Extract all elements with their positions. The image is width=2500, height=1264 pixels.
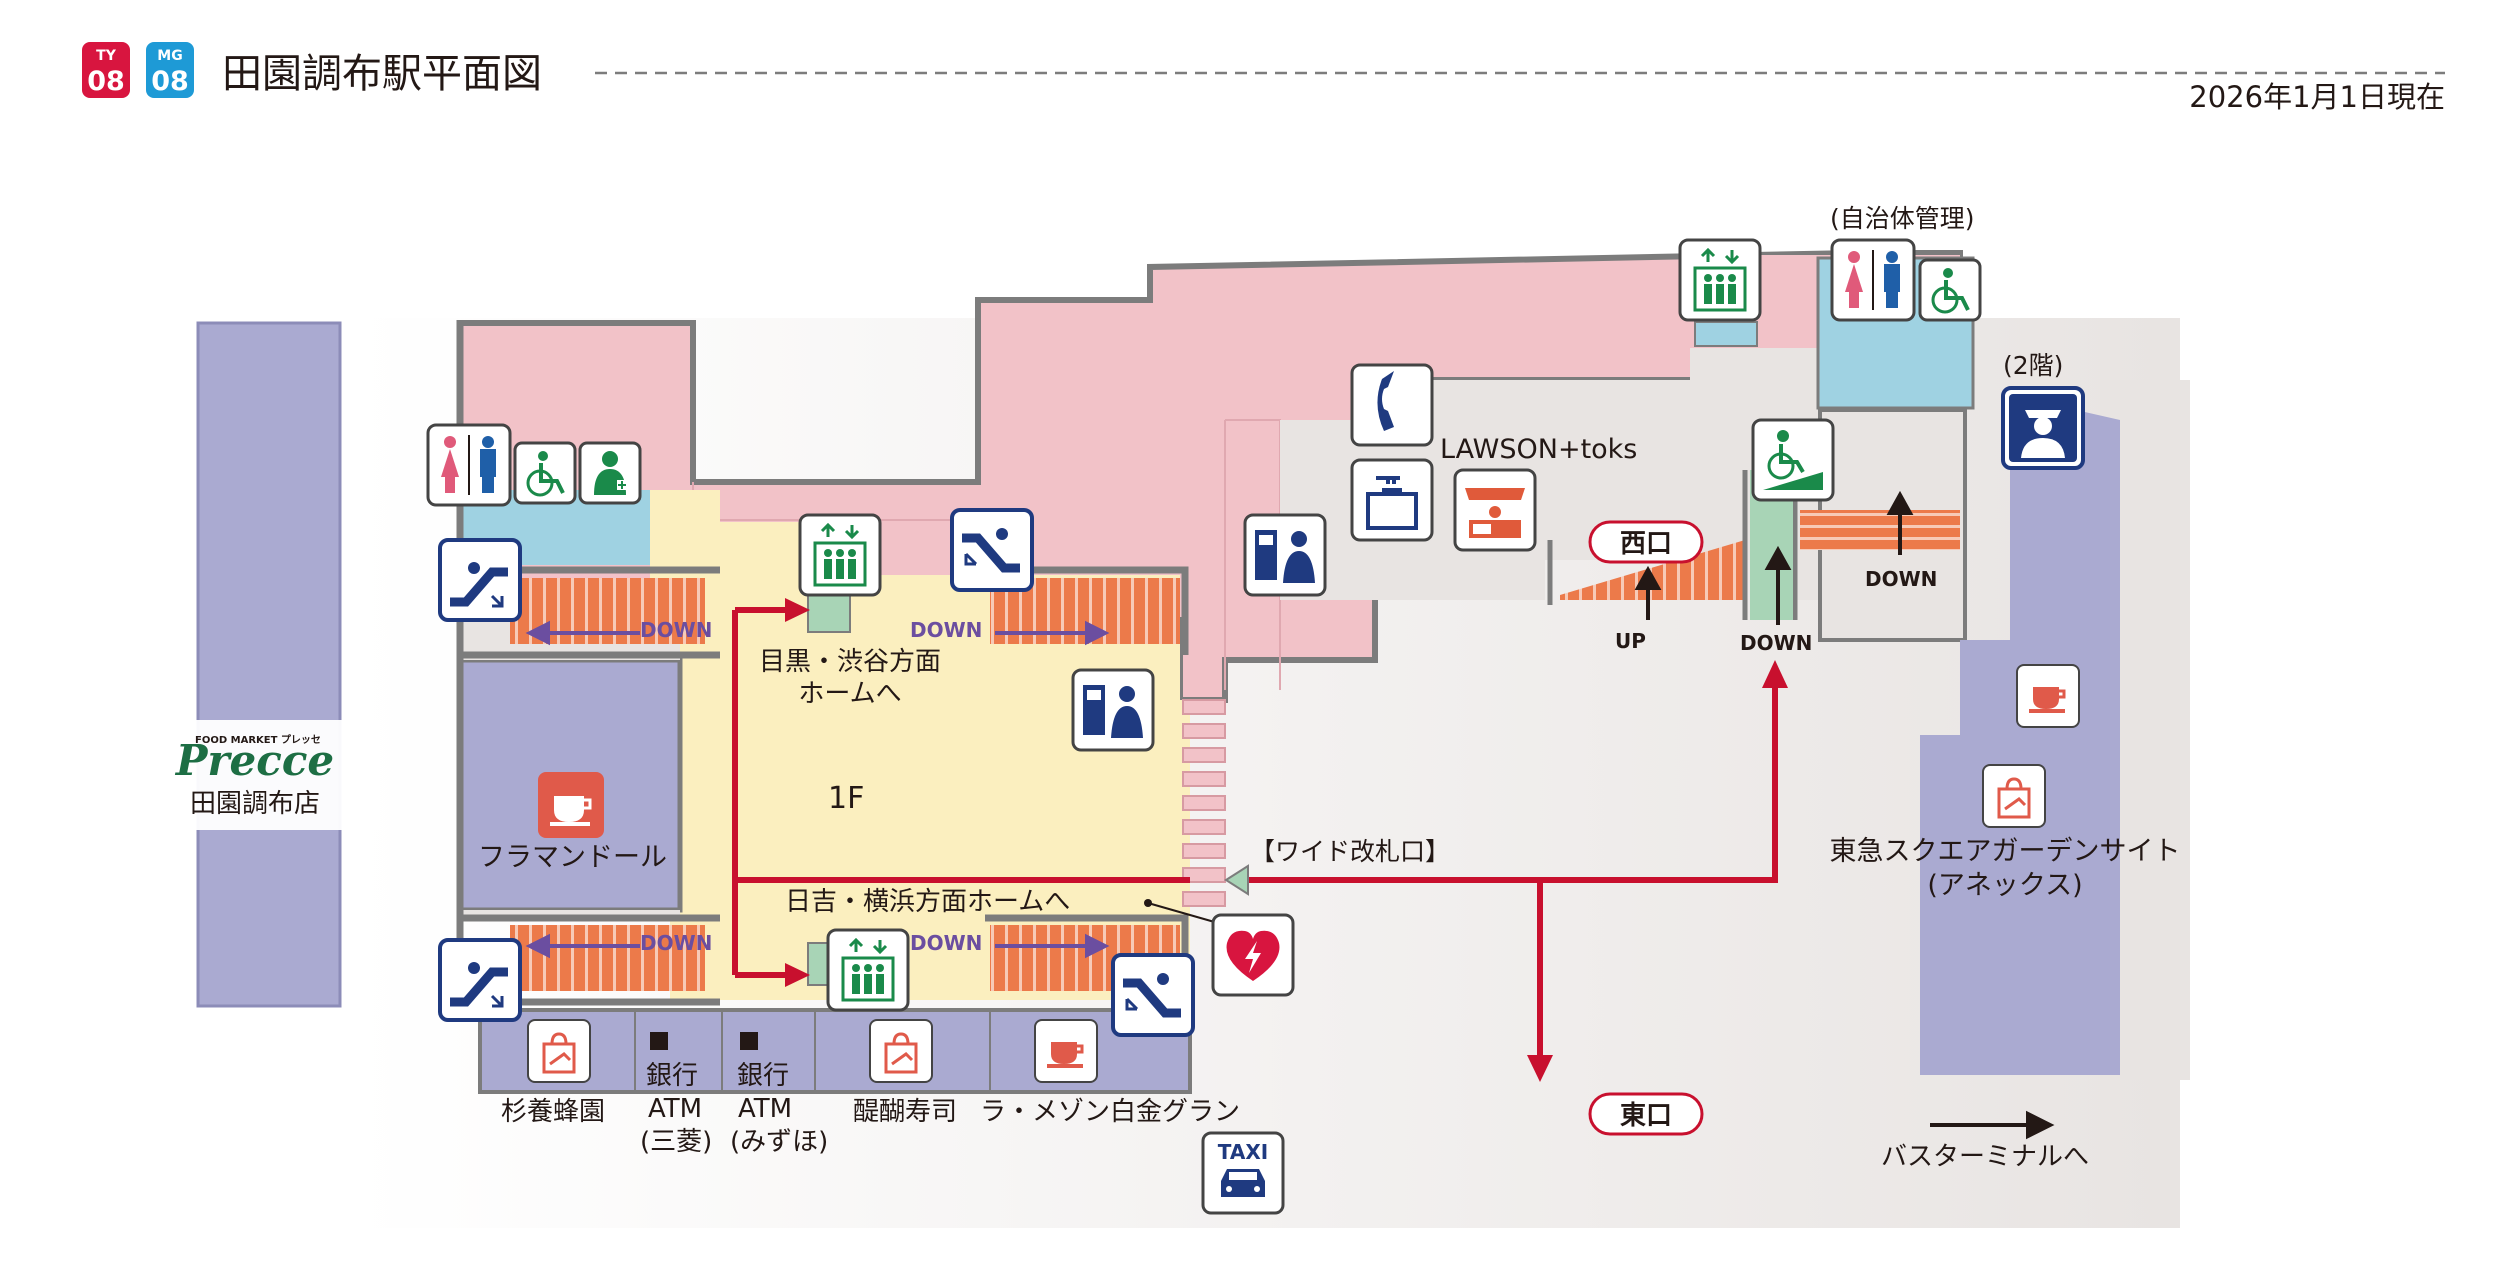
precce-logo: Precce: [175, 736, 334, 785]
escalator-icon: [950, 508, 1034, 592]
bank1-label-3: (三菱): [640, 1127, 712, 1157]
down-label-2: DOWN: [910, 618, 982, 642]
station-number-ty: 08: [87, 66, 125, 97]
bank1-label-2: ATM: [648, 1094, 702, 1124]
shop-label-lamaison: ラ・メゾン白金グラン: [980, 1097, 1240, 1127]
east-exit-badge[interactable]: 東口: [1588, 1092, 1704, 1136]
elevator-icon: [826, 928, 910, 1012]
date-label: 2026年1月1日現在: [2189, 80, 2445, 114]
bank2-label-2: ATM: [738, 1094, 792, 1124]
ticket-machine-icon: [1071, 668, 1155, 752]
tokyu-annex-label-1: 東急スクエアガーデンサイト: [1830, 836, 2181, 867]
shop-icon: [527, 1019, 591, 1083]
elevator-icon: [1678, 238, 1762, 322]
shop-label-daigo: 醍醐寿司: [853, 1097, 957, 1127]
down-label-west-2: DOWN: [1865, 567, 1937, 591]
west-exit-label: 西口: [1620, 529, 1672, 559]
hiyoshi-platform-label: 日吉・横浜方面ホームへ: [785, 887, 1070, 917]
coin-locker-icon: [1350, 458, 1434, 542]
down-label-4: DOWN: [910, 931, 982, 955]
restroom-icon: [1830, 238, 1916, 322]
cafe-icon: [2016, 664, 2080, 728]
line-code-mg: MG: [157, 48, 182, 64]
elevator-icon: [798, 513, 882, 597]
floor-label: 1F: [828, 781, 864, 816]
escalator-icon: [1111, 953, 1195, 1037]
bank2-label-1: 銀行: [737, 1061, 789, 1091]
municipal-label: (自治体管理): [1830, 204, 1975, 233]
east-exit-label: 東口: [1620, 1101, 1672, 1131]
line-code-ty: TY: [96, 48, 117, 64]
ticket-gates: [1182, 699, 1226, 907]
wheelchair-icon: [513, 441, 577, 505]
restroom-icon: [426, 423, 512, 507]
down-label-1: DOWN: [640, 618, 712, 642]
taxi-label: TAXI: [1218, 1140, 1268, 1164]
multipurpose-room-icon: [578, 441, 642, 505]
wide-gate-marker: [1224, 864, 1249, 896]
up-label: UP: [1615, 629, 1646, 653]
precce-building: FOOD MARKET プレッセ Precce 田園調布店: [140, 321, 380, 1008]
precce-subtitle: FOOD MARKET プレッセ: [195, 733, 321, 746]
bank2-label-3: (みずほ): [730, 1127, 828, 1157]
ticket-machine-icon: [1243, 513, 1327, 597]
elevator-shaft-upper: [807, 589, 851, 633]
meguro-platform-label-1: 目黒・渋谷方面: [759, 647, 941, 677]
bank1-label-1: 銀行: [646, 1061, 698, 1091]
meguro-platform-label-2: ホームへ: [798, 679, 901, 709]
route-arrows: [732, 607, 1778, 1060]
station-office-icon: [2001, 386, 2085, 470]
shop-label-sugiyoho: 杉養蜂園: [501, 1097, 605, 1127]
down-label-west: DOWN: [1740, 631, 1812, 655]
shop-icon: [1982, 764, 2046, 828]
aed-icon: [1211, 913, 1295, 997]
convenience-store-icon: [1453, 468, 1537, 552]
tokyu-annex-building: [1920, 395, 2120, 1075]
flamandor-label: フラマンドール: [478, 842, 667, 873]
tokyu-annex-label-2: (アネックス): [1927, 870, 2082, 901]
precce-store-name: 田園調布店: [190, 789, 320, 819]
line-badge-ty: TY 08: [82, 42, 130, 98]
page-title: 田園調布駅平面図: [222, 51, 542, 97]
line-badge-mg: MG 08: [146, 42, 194, 98]
west-exit-badge[interactable]: 西口: [1588, 520, 1704, 564]
stairs-west-down: [1800, 510, 1960, 550]
stairs-left-lower: [510, 925, 705, 991]
cafe-icon: [1034, 1019, 1098, 1083]
wheelchair-ramp-icon: [1751, 418, 1835, 502]
wheelchair-icon: [1918, 258, 1982, 322]
shop-icon: [869, 1019, 933, 1083]
taxi-icon: TAXI: [1201, 1131, 1285, 1215]
bus-terminal-label: バスターミナルへ: [1881, 1142, 2089, 1172]
telephone-icon: [1350, 363, 1434, 447]
down-label-3: DOWN: [640, 931, 712, 955]
header: TY 08 MG 08 田園調布駅平面図 2026年1月1日現在: [82, 42, 2445, 114]
cafe-icon: [538, 772, 604, 838]
wide-gate-label: 【ワイド改札口】: [1250, 837, 1450, 866]
lawson-label: LAWSON+toks: [1440, 434, 1637, 465]
escalator-icon: [438, 538, 522, 622]
station-number-mg: 08: [151, 66, 189, 97]
escalator-icon: [438, 938, 522, 1022]
second-floor-label: (2階): [2003, 351, 2063, 380]
